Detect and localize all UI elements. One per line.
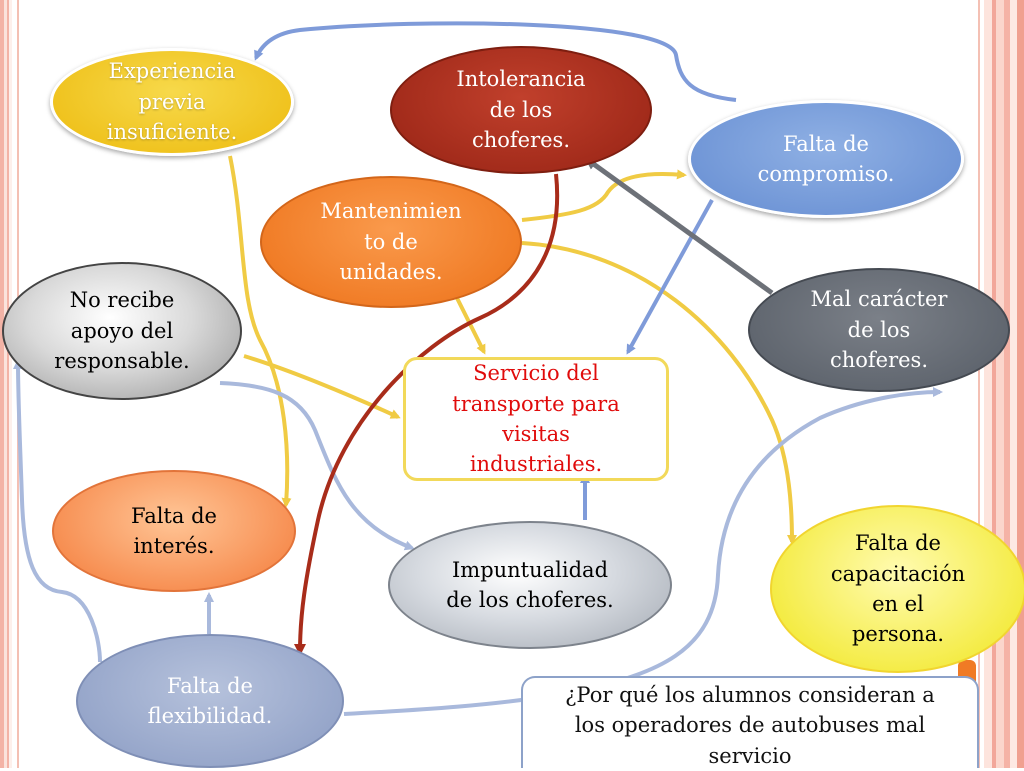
node-line: Intolerancia — [456, 67, 586, 92]
node-falta-compromiso: Falta de compromiso. — [688, 100, 964, 218]
node-mal-caracter: Mal carácter de los choferes. — [748, 268, 1010, 392]
center-line: Servicio del — [473, 361, 599, 386]
node-impuntualidad: Impuntualidad de los choferes. — [388, 521, 672, 649]
arrow-intolerancia-to-flexibilidad — [294, 173, 560, 656]
node-line: en el — [872, 592, 924, 616]
node-no-recibe-apoyo: No recibe apoyo del responsable. — [2, 262, 242, 400]
arrow-flexibilidad-to-apoyo — [13, 359, 102, 663]
arrow-compromiso-to-center — [626, 199, 714, 355]
node-experiencia-previa: Experiencia previa insuficiente. — [50, 48, 294, 156]
center-line: transporte para — [452, 391, 620, 416]
node-line: Falta de — [131, 503, 217, 528]
node-line: Experiencia — [108, 59, 236, 84]
question-line: servicio — [708, 743, 792, 768]
node-line: insuficiente. — [106, 120, 238, 145]
slide-border-right-line — [978, 0, 980, 768]
node-mantenimiento: Mantenimien to de unidades. — [260, 176, 522, 308]
node-line: capacitación — [830, 561, 966, 586]
node-line: Mal carácter — [810, 287, 948, 312]
node-line: Falta de — [855, 531, 941, 556]
question-box: ¿Por qué los alumnos consideran a los op… — [521, 676, 979, 768]
arrow-mantenimiento-to-compromiso — [521, 169, 687, 222]
node-line: Impuntualidad — [451, 557, 609, 582]
arrow-experiencia-to-interes — [228, 155, 292, 508]
question-line: los operadores de autobuses mal — [574, 713, 926, 738]
node-falta-capacitacion: Falta de capacitación en el persona. — [770, 505, 1024, 673]
node-line: apoyo del — [70, 318, 174, 343]
node-falta-flexibilidad: Falta de flexibilidad. — [76, 634, 344, 768]
node-line: persona. — [851, 622, 945, 647]
node-line: de los — [847, 317, 911, 342]
center-line: visitas — [502, 422, 570, 446]
slide-border-left — [0, 0, 12, 768]
node-line: compromiso. — [757, 162, 895, 186]
arrow-compromiso-to-experiencia — [254, 21, 737, 102]
node-line: choferes. — [471, 128, 571, 153]
node-line: Falta de — [783, 131, 869, 156]
node-line: flexibilidad. — [147, 704, 273, 728]
node-line: responsable. — [54, 349, 190, 374]
node-line: de los — [489, 97, 553, 122]
node-intolerancia: Intolerancia de los choferes. — [390, 46, 652, 174]
arrow-caracter-to-intolerancia — [584, 157, 774, 296]
node-line: previa — [138, 89, 206, 114]
center-line: industriales. — [469, 452, 603, 477]
node-line: interés. — [133, 534, 215, 558]
node-line: de los choferes. — [446, 588, 614, 612]
arrow-flexibilidad-to-caracter — [343, 387, 943, 716]
node-line: to de — [364, 229, 418, 254]
arrow-apoyo-to-impuntualidad — [219, 381, 415, 551]
node-line: Mantenimien — [320, 199, 462, 224]
arrow-mantenimiento-to-capacitacion — [521, 241, 797, 545]
arrow-apoyo-to-center — [243, 354, 401, 419]
node-line: Falta de — [167, 673, 253, 698]
node-line: No recibe — [69, 288, 175, 313]
node-line: choferes. — [829, 348, 929, 373]
question-line: ¿Por qué los alumnos consideran a — [565, 683, 935, 707]
central-problem-box: Servicio del transporte para visitas ind… — [403, 357, 669, 481]
node-line: unidades. — [339, 260, 443, 285]
node-falta-interes: Falta de interés. — [52, 470, 296, 592]
